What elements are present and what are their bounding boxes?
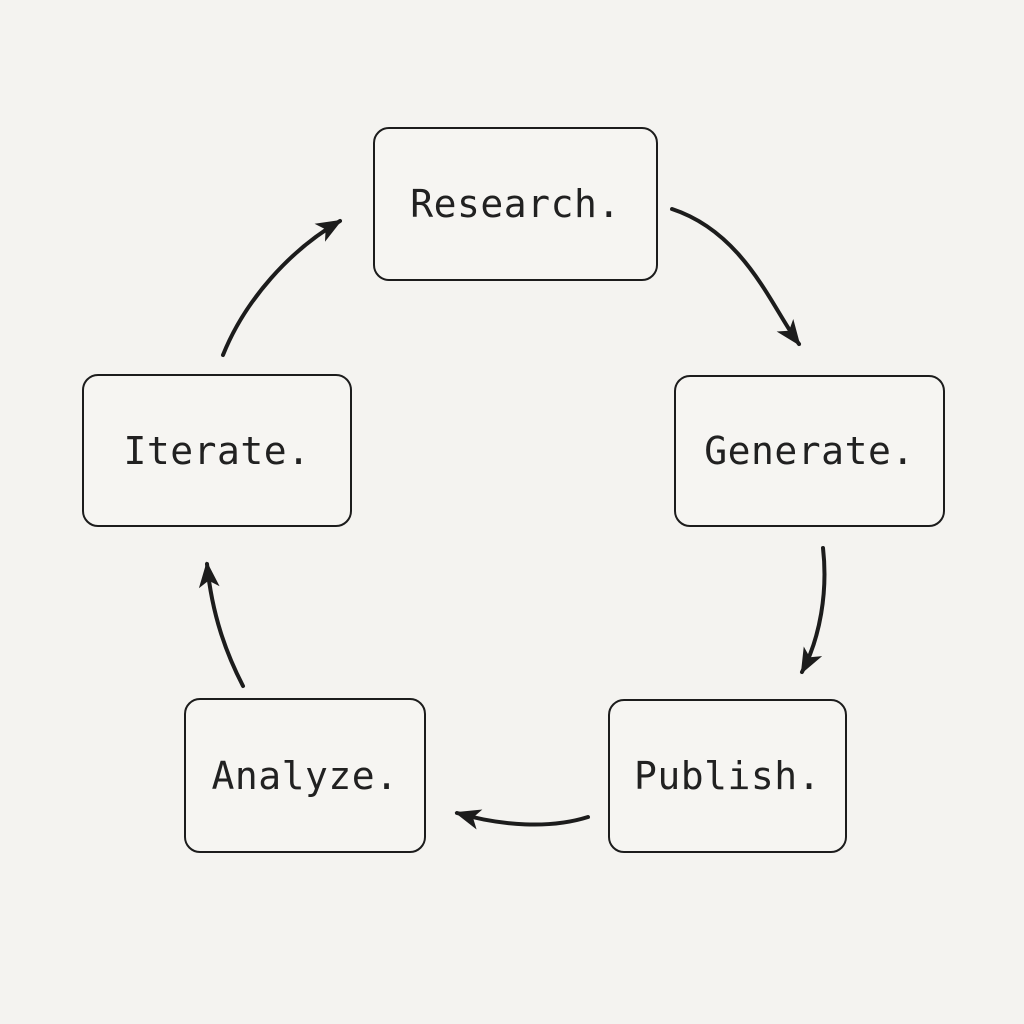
node-iterate-label: Iterate. <box>123 428 311 473</box>
arrow-publish-to-analyze <box>454 809 590 830</box>
arrow-analyze-to-iterate <box>198 561 245 688</box>
node-publish-label: Publish. <box>633 754 822 798</box>
arrow-iterate-to-research <box>221 219 343 357</box>
arrow-research-to-generate <box>670 207 801 347</box>
node-iterate: Iterate. <box>82 374 352 527</box>
node-publish: Publish. <box>608 699 847 853</box>
node-research-label: Research. <box>410 182 621 226</box>
node-generate: Generate. <box>674 375 945 527</box>
node-analyze-label: Analyze. <box>211 753 399 798</box>
node-generate-label: Generate. <box>704 429 915 473</box>
node-research: Research. <box>373 127 658 281</box>
arrow-generate-to-publish <box>800 546 827 675</box>
node-analyze: Analyze. <box>184 698 426 853</box>
